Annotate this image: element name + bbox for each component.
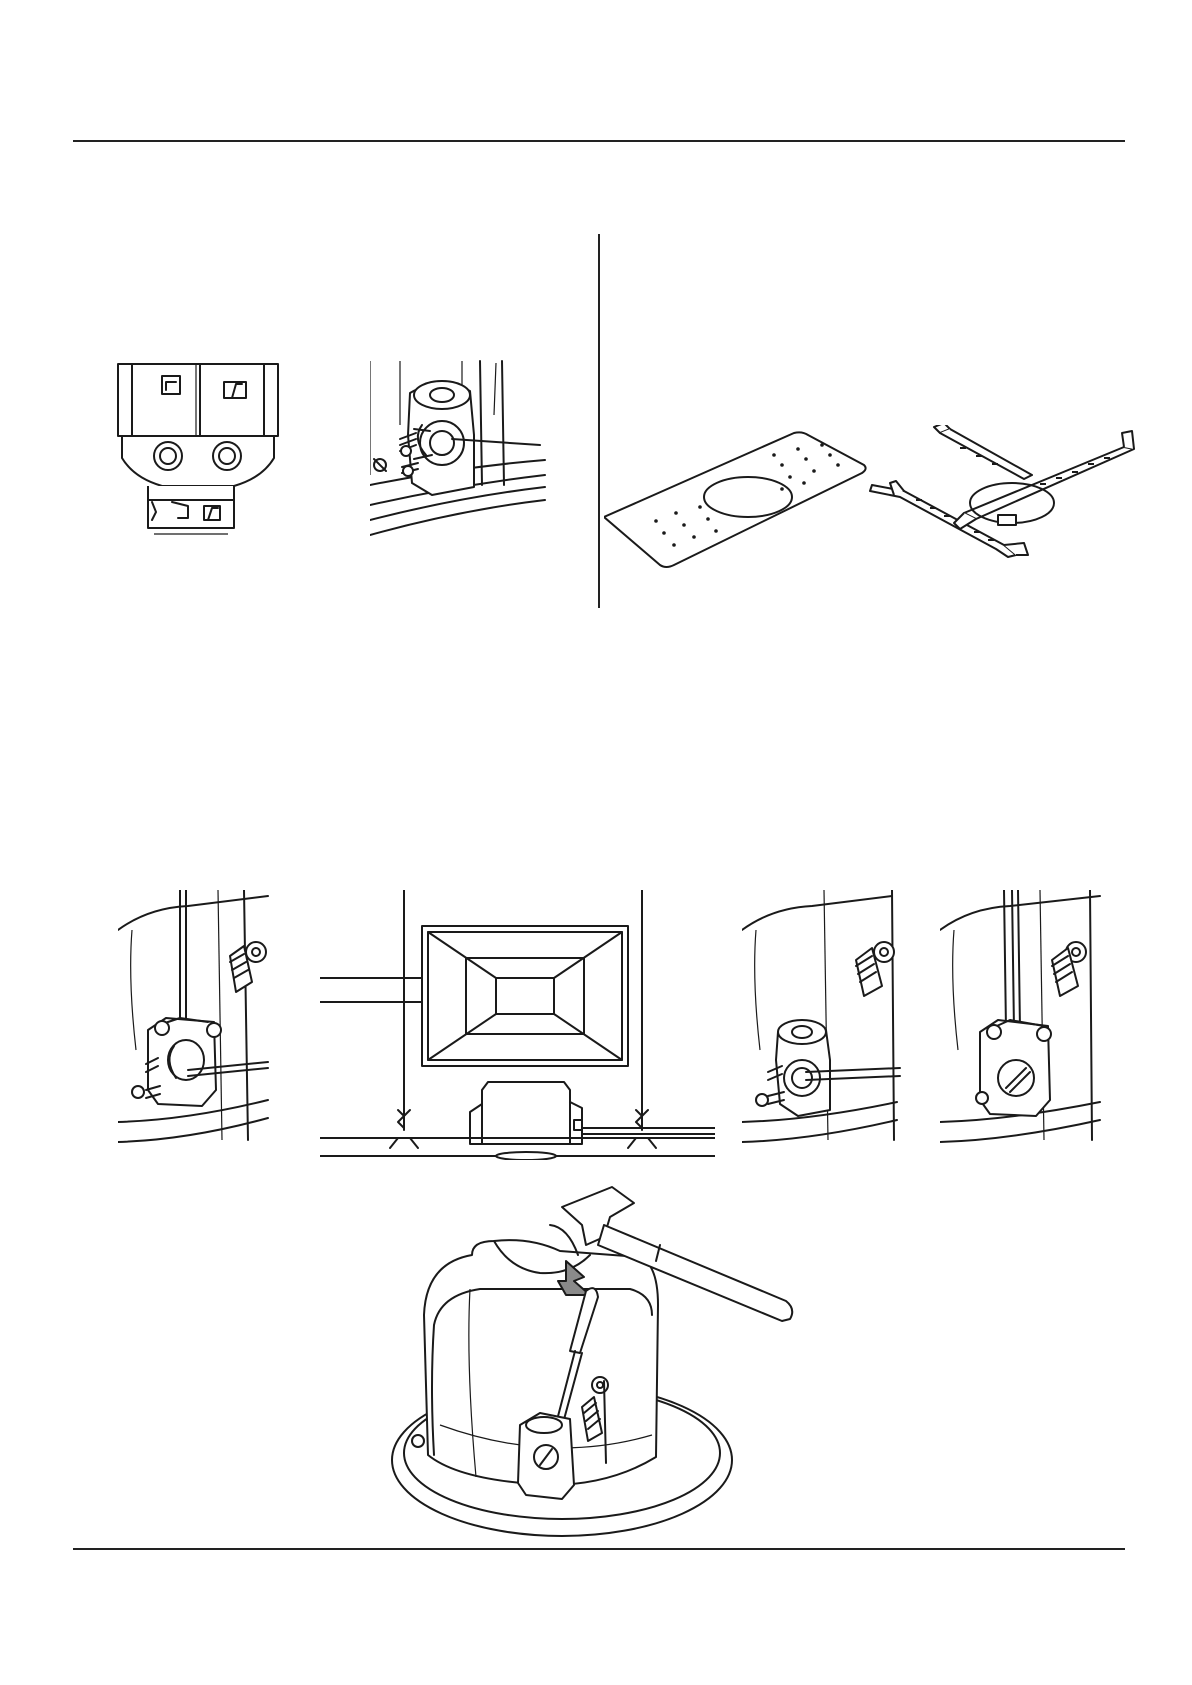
footer-rule [73, 1548, 1125, 1550]
ceiling-section-illustration [320, 890, 715, 1160]
header-rule [73, 140, 1125, 142]
knockout-removal-illustration [390, 1185, 810, 1540]
bracket-knockout-illustration [112, 360, 287, 540]
mounting-accessories-illustration [604, 425, 1144, 600]
terminal-top-illustration [370, 355, 550, 540]
column-divider [598, 234, 600, 608]
terminal-capped-illustration [940, 890, 1105, 1160]
terminal-cable-side-illustration [742, 890, 902, 1160]
cable-in-clamp-illustration [118, 890, 270, 1160]
